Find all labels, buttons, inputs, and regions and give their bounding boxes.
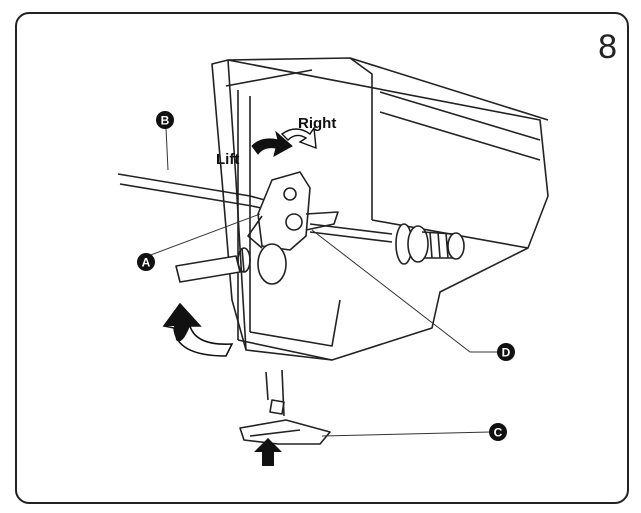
callout-a: A bbox=[137, 253, 155, 271]
right-label: Right bbox=[298, 115, 336, 132]
callout-d: D bbox=[497, 343, 515, 361]
lift-label: Lift bbox=[216, 151, 239, 168]
side-knob bbox=[395, 223, 465, 265]
svg-text:A: A bbox=[142, 256, 151, 270]
svg-text:B: B bbox=[161, 114, 170, 128]
up-arrow-below-foot bbox=[254, 438, 282, 466]
diagram-frame bbox=[15, 12, 629, 504]
right-arrow bbox=[280, 125, 317, 150]
needle-mechanism bbox=[175, 171, 393, 285]
upward-curved-arrow bbox=[162, 302, 234, 357]
callout-c: C bbox=[489, 423, 507, 441]
svg-text:C: C bbox=[494, 426, 503, 440]
page-number: 8 bbox=[598, 28, 617, 66]
lift-arrow bbox=[251, 130, 293, 157]
callout-b: B bbox=[156, 111, 174, 129]
presser-foot bbox=[239, 369, 331, 445]
svg-text:D: D bbox=[502, 346, 511, 360]
